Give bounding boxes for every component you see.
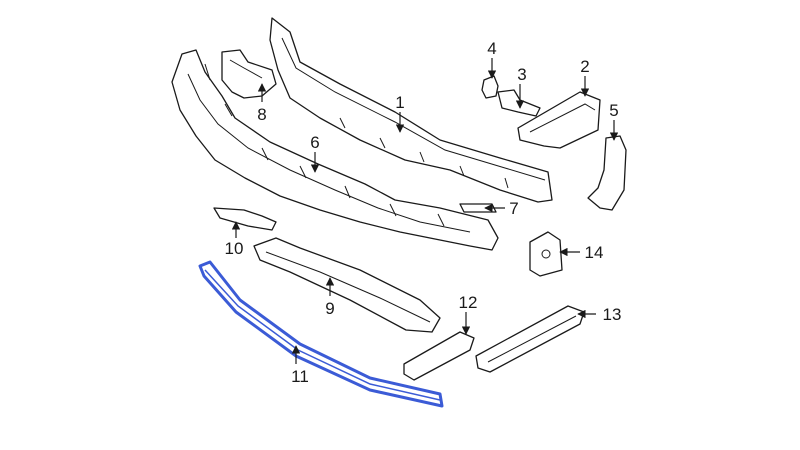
callout-6: 6 xyxy=(310,133,319,152)
callout-8: 8 xyxy=(257,105,266,124)
callout-13: 13 xyxy=(603,305,622,324)
callout-4: 4 xyxy=(487,39,496,58)
leader-lines xyxy=(231,58,619,364)
callout-10: 10 xyxy=(225,239,244,258)
bracket-part-8[interactable] xyxy=(221,49,277,99)
reinforcement-bar-part[interactable] xyxy=(269,17,553,203)
clip-part-4[interactable] xyxy=(481,75,499,99)
callout-3: 3 xyxy=(517,65,526,84)
long-bracket-part[interactable] xyxy=(253,237,441,333)
side-bracket-part[interactable] xyxy=(587,135,627,211)
bracket-part-14[interactable] xyxy=(529,231,563,277)
mounting-bracket-part[interactable] xyxy=(517,91,601,149)
callout-2: 2 xyxy=(580,57,589,76)
callout-5: 5 xyxy=(609,101,618,120)
callout-14: 14 xyxy=(585,243,604,262)
bracket-part-10[interactable] xyxy=(213,207,277,231)
callout-7: 7 xyxy=(509,199,518,218)
callout-9: 9 xyxy=(325,299,334,318)
callout-12: 12 xyxy=(459,293,478,312)
block-part-12[interactable] xyxy=(403,331,475,381)
bracket-part-3[interactable] xyxy=(497,89,541,117)
energy-absorber-part[interactable] xyxy=(171,49,499,251)
callout-labels: 1 2 3 4 5 6 7 8 9 10 11 12 13 14 xyxy=(225,39,622,386)
rail-part-13[interactable] xyxy=(475,305,585,373)
callout-11: 11 xyxy=(291,367,309,386)
callout-1: 1 xyxy=(395,93,404,112)
